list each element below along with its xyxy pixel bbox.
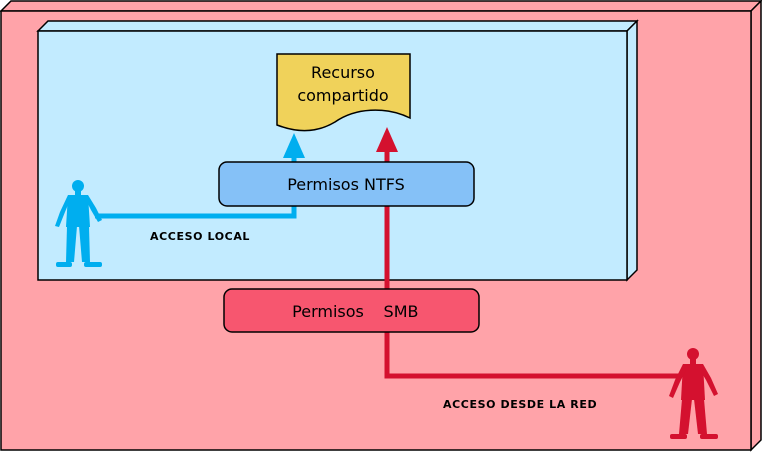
local-user-right-leg: [79, 226, 90, 262]
network-user-right-arm: [700, 364, 718, 396]
local-user-neck: [75, 191, 81, 195]
local-user-head: [72, 180, 84, 192]
outer-box-side: [750, 0, 762, 452]
local-user-left-foot: [56, 262, 72, 267]
resource-label-line2: compartido: [297, 86, 388, 105]
ntfs-box-shape: [218, 161, 475, 207]
local-user-torso: [66, 195, 90, 227]
network-user-neck: [690, 359, 696, 364]
local-user-right-arm: [86, 195, 102, 222]
ntfs-permissions-box: Permisos NTFS: [218, 161, 475, 207]
local-arrowhead: [283, 133, 305, 158]
outer-box-top: [0, 0, 762, 12]
local-user-left-arm: [55, 195, 70, 227]
inner-box-top: [36, 20, 639, 32]
network-user-head: [687, 348, 699, 360]
resource-label-line1: Recurso: [311, 63, 375, 82]
network-user-right-foot: [700, 434, 718, 439]
smb-label-permisos: Permisos: [292, 302, 364, 321]
inner-box-side: [626, 19, 638, 282]
network-connector: [384, 150, 680, 379]
smb-permissions-box: Permisos SMB: [223, 288, 480, 333]
local-user-left-leg: [66, 226, 77, 262]
network-user-torso: [681, 364, 705, 400]
smb-box-shape: [223, 288, 480, 333]
local-user-person-icon: [55, 180, 102, 267]
network-user-left-arm: [669, 364, 686, 398]
local-user-right-foot: [84, 262, 102, 267]
shared-resource-document: Recurso compartido: [276, 53, 411, 132]
network-user-left-leg: [679, 399, 692, 434]
network-access-caption: ACCESO DESDE LA RED: [443, 398, 597, 411]
network-user-left-foot: [670, 434, 687, 439]
network-arrowhead: [376, 127, 398, 152]
local-access-caption: ACCESO LOCAL: [150, 230, 250, 243]
ntfs-label: Permisos NTFS: [287, 175, 405, 194]
network-access-path: [376, 127, 680, 379]
smb-label-smb: SMB: [384, 302, 419, 321]
network-user-person-icon: [669, 348, 718, 439]
document-icon: [276, 53, 411, 132]
network-user-right-leg: [694, 399, 707, 434]
